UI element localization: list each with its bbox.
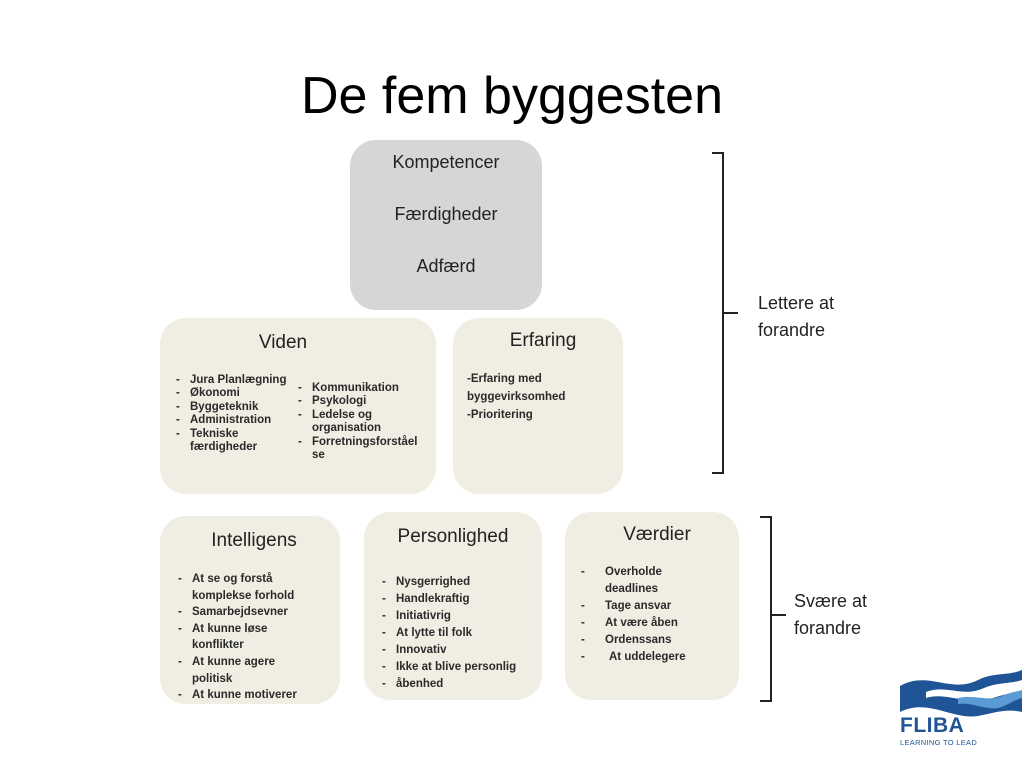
intelligens-title: Intelligens: [211, 530, 297, 551]
list-item: At se og forstå komplekse forhold: [174, 571, 304, 604]
vaerdier-box: Værdier Overholde deadlines Tage ansvar …: [565, 512, 739, 700]
list-item: Tekniske færdigheder: [172, 428, 270, 455]
list-item: At kunne løse konflikter: [174, 621, 288, 654]
slide-title: De fem byggesten: [300, 67, 724, 125]
list-item: Overholde deadlines: [577, 564, 697, 598]
upper-bracket-label: Lettere at forandre: [758, 290, 834, 344]
lower-label-line-2: forandre: [794, 618, 862, 638]
list-item: Økonomi: [172, 387, 302, 401]
upper-label-line-2: forandre: [758, 320, 826, 340]
erfaring-title: Erfaring: [509, 330, 577, 351]
list-item: -Erfaring med byggevirksomhed: [467, 373, 566, 403]
vaerdier-list: Overholde deadlines Tage ansvar At være …: [577, 564, 697, 666]
list-item: Handlekraftig: [378, 591, 538, 608]
list-item: Psykologi: [294, 395, 422, 409]
intelligens-list: At se og forstå komplekse forhold Samarb…: [174, 571, 330, 704]
vaerdier-title: Værdier: [623, 524, 691, 545]
personlighed-list: Nysgerrighed Handlekraftig Initiativrig …: [378, 574, 538, 693]
viden-box: Viden Jura Planlægning Økonomi Byggetekn…: [160, 318, 436, 494]
list-item: Kommunikation: [294, 382, 422, 396]
kompetencer-box: Kompetencer Færdigheder Adfærd: [350, 140, 542, 310]
intelligens-box: Intelligens At se og forstå komplekse fo…: [160, 516, 340, 704]
upper-bracket-tick: [724, 312, 738, 314]
list-item: Samarbejdsevner: [174, 604, 330, 621]
logo-tagline: LEARNING TO LEAD: [900, 738, 978, 747]
list-item: Forretningsforståelse: [294, 436, 422, 463]
viden-list-2: Kommunikation Psykologi Ledelse og organ…: [294, 382, 422, 462]
lower-bracket-tick: [772, 614, 786, 616]
list-item: -Prioritering: [467, 409, 533, 421]
list-item: At kunne agere politisk: [174, 654, 288, 687]
list-item: Ordenssans: [577, 632, 697, 649]
list-item: At være åben: [577, 615, 697, 632]
viden-title: Viden: [258, 332, 308, 353]
list-item: Tage ansvar: [577, 598, 697, 615]
list-item: Nysgerrighed: [378, 574, 538, 591]
viden-list-1: Jura Planlægning Økonomi Byggeteknik Adm…: [172, 374, 302, 454]
faerdigheder-line: Færdigheder: [394, 204, 498, 224]
upper-label-line-1: Lettere at: [758, 293, 835, 313]
adfaerd-line: Adfærd: [416, 256, 476, 276]
erfaring-list: -Erfaring med byggevirksomhed -Prioriter…: [467, 370, 585, 424]
personlighed-title: Personlighed: [397, 526, 509, 547]
kompetencer-line: Kompetencer: [392, 152, 500, 172]
list-item: Jura Planlægning: [172, 374, 302, 388]
fliba-wave-logo-icon: [900, 670, 1022, 717]
list-item: Byggeteknik: [172, 401, 302, 415]
erfaring-box: Erfaring -Erfaring med byggevirksomhed -…: [453, 318, 623, 494]
list-item: At lytte til folk: [378, 625, 538, 642]
logo-name: FLIBA: [900, 714, 965, 737]
list-item: åbenhed: [378, 676, 538, 693]
upper-bracket: [712, 152, 724, 474]
list-item: At kunne motiverer: [174, 687, 330, 704]
list-item: Innovativ: [378, 642, 538, 659]
list-item: Ledelse og organisation: [294, 409, 396, 436]
lower-bracket: [760, 516, 772, 702]
personlighed-box: Personlighed Nysgerrighed Handlekraftig …: [364, 512, 542, 700]
list-item: Administration: [172, 414, 302, 428]
lower-bracket-label: Svære at forandre: [794, 588, 867, 642]
list-item: Initiativrig: [378, 608, 538, 625]
lower-label-line-1: Svære at: [794, 591, 868, 611]
list-item: Ikke at blive personlig: [378, 659, 538, 676]
list-item: At uddelegere: [577, 649, 697, 666]
